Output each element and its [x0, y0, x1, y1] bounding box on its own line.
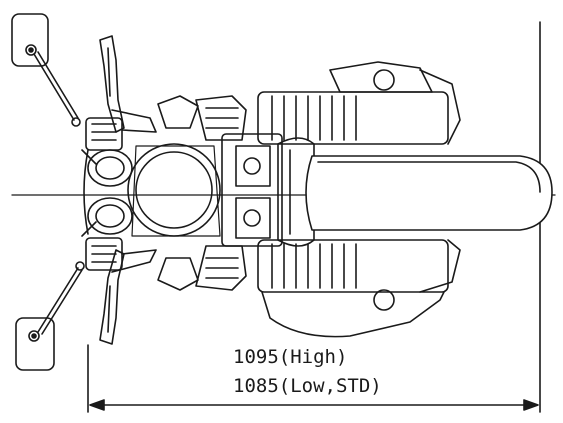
front-cylinder-lower: [157, 245, 247, 291]
dimension-label-low: 1085(Low,STD): [233, 375, 382, 397]
mirror-lower: [15, 261, 85, 371]
engine-lower: [257, 239, 461, 338]
front-lamps: [83, 149, 133, 235]
handlebar-lower: [81, 221, 157, 345]
fuel-tank: [277, 137, 315, 247]
dimension-arrow: [89, 399, 539, 411]
frame-center: [221, 133, 283, 247]
dimension-label-high: 1095(High): [233, 346, 347, 368]
front-cylinder-upper: [157, 95, 247, 141]
seat-rear: [305, 155, 553, 231]
headlight: [127, 143, 221, 237]
engine-upper: [257, 61, 461, 145]
mirror-upper: [11, 13, 81, 127]
handlebar-upper: [81, 35, 157, 165]
